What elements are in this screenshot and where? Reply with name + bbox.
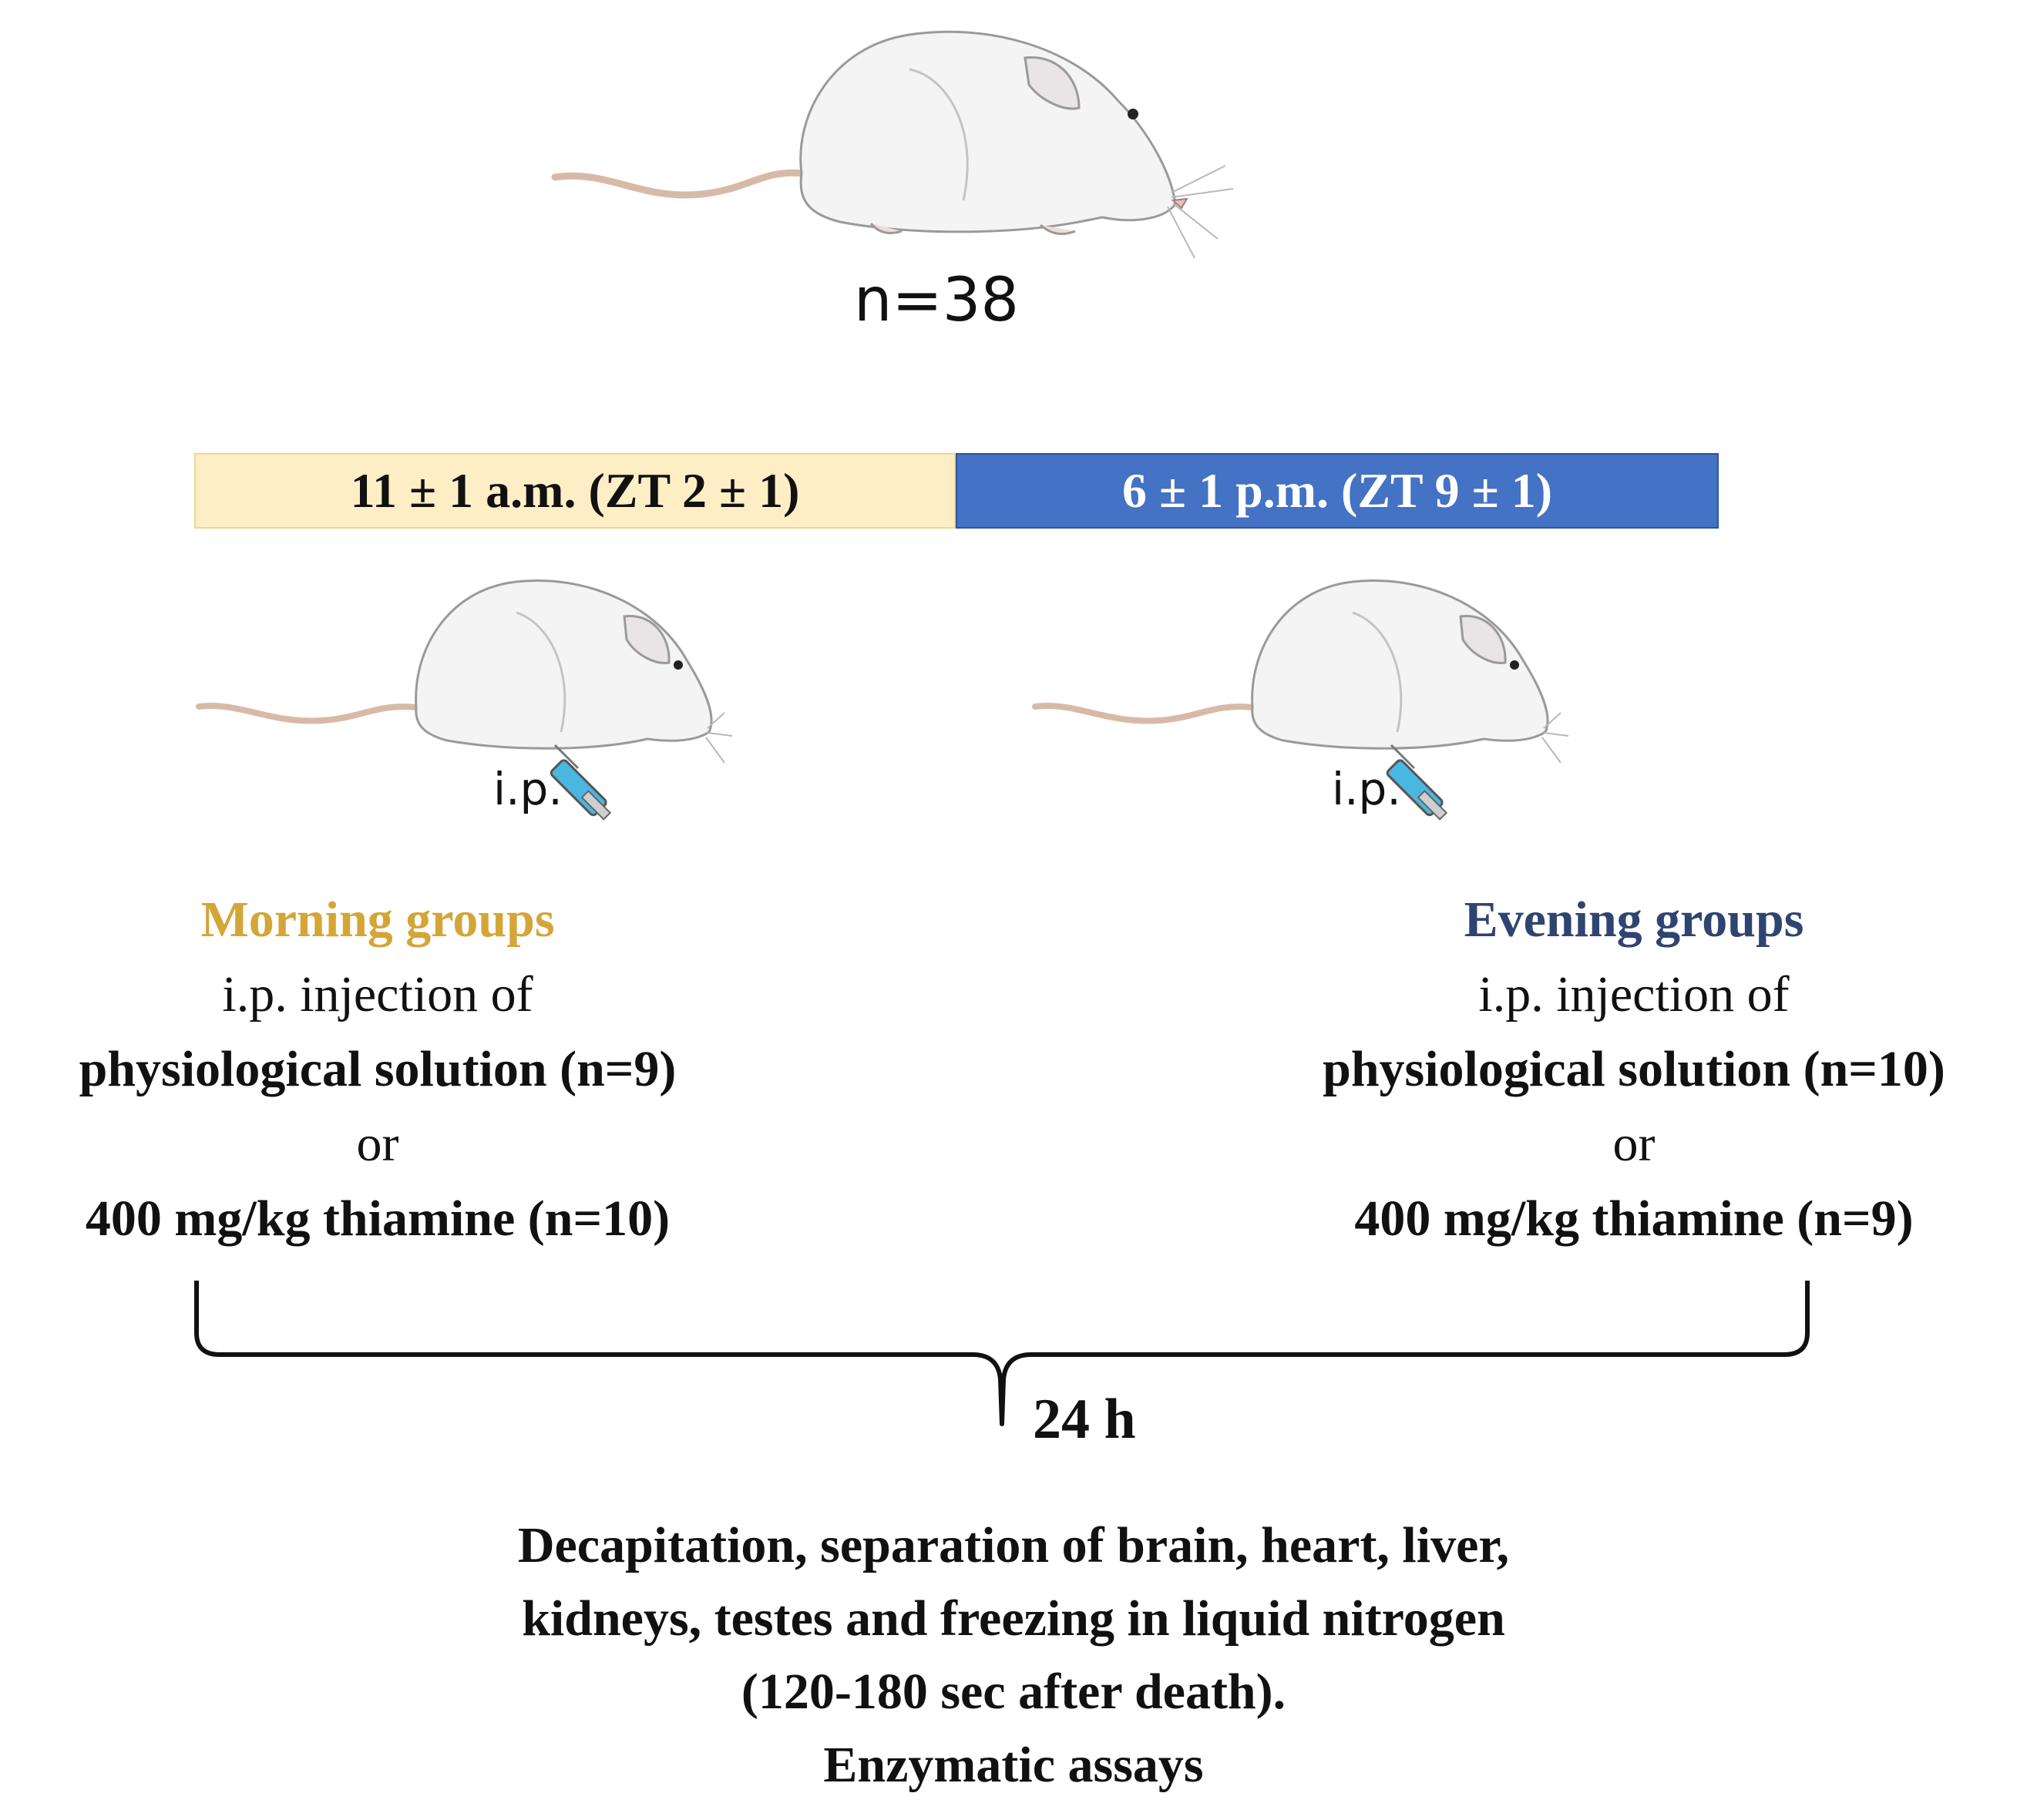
evening-group-line: i.p. injection of (1478, 966, 1790, 1022)
ip-route-label: i.p. (1332, 763, 1401, 815)
outcome-line: Decapitation, separation of brain, heart… (517, 1517, 1510, 1573)
evening-group-title: Evening groups (1464, 892, 1804, 948)
morning-group-title: Morning groups (200, 892, 555, 948)
syringe-icon (1386, 744, 1448, 821)
morning-group-line: or (356, 1116, 399, 1172)
rat-icon (551, 30, 1234, 259)
morning-group-line: i.p. injection of (222, 966, 533, 1022)
ip-route-label: i.p. (493, 763, 563, 815)
evening-group-line: 400 mg/kg thiamine (n=9) (1354, 1190, 1914, 1247)
evening-group-line: or (1612, 1116, 1656, 1172)
evening-group-block: Evening groups i.p. injection of physiol… (1241, 882, 2027, 1256)
outcome-line: kidneys, testes and freezing in liquid n… (522, 1590, 1505, 1647)
morning-group-block: Morning groups i.p. injection of physiol… (0, 882, 755, 1256)
sample-size-label: n=38 (853, 266, 1020, 335)
rat-icon (1032, 579, 1569, 821)
syringe-icon (550, 744, 612, 821)
morning-group-line: 400 mg/kg thiamine (n=10) (85, 1190, 671, 1247)
outcome-text: Decapitation, separation of brain, heart… (254, 1509, 1773, 1802)
rat-icon (196, 579, 733, 821)
morning-group-line: physiological solution (n=9) (79, 1041, 677, 1097)
evening-time-bar: 6 ± 1 p.m. (ZT 9 ± 1) (956, 453, 1719, 529)
duration-label: 24 h (1033, 1388, 1136, 1451)
morning-time-bar: 11 ± 1 a.m. (ZT 2 ± 1) (194, 453, 956, 529)
outcome-line: Enzymatic assays (823, 1737, 1204, 1793)
outcome-line: (120-180 sec after death). (741, 1664, 1286, 1720)
evening-group-line: physiological solution (n=10) (1323, 1041, 1945, 1097)
